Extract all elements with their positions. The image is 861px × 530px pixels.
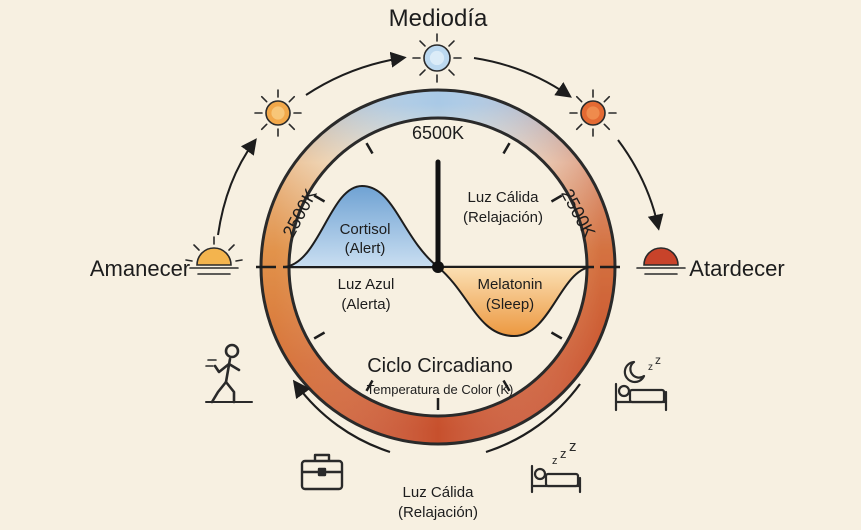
sun-ray	[288, 123, 296, 131]
clock-ticks	[256, 142, 620, 410]
melatonin-label-line2: (Sleep)	[486, 296, 534, 313]
cortisol-curve	[284, 184, 441, 268]
clock-tick	[502, 379, 511, 392]
sun-core	[271, 106, 285, 120]
moon-bed-icon: z z	[614, 353, 668, 412]
clock-tick	[365, 142, 374, 155]
svg-text:z: z	[655, 353, 661, 367]
briefcase-icon	[300, 453, 344, 491]
svg-text:z: z	[569, 438, 577, 455]
clock-tick	[550, 331, 563, 340]
clock-tick	[550, 194, 563, 203]
svg-text:z: z	[648, 362, 653, 373]
sun-ray	[419, 69, 426, 76]
day-arrow-afternoon-sunset	[617, 139, 664, 231]
sun-core	[429, 50, 445, 66]
day-arrow-morning-noon	[305, 51, 407, 96]
sun-ray	[260, 95, 268, 103]
clock-tick	[313, 194, 326, 203]
melatonin-curve	[435, 266, 591, 338]
sun-ray	[448, 69, 455, 76]
warm-light-label-line2: (Relajación)	[463, 209, 543, 226]
walking-person-icon	[205, 343, 253, 404]
sun-ray	[419, 40, 426, 47]
sun-icon	[254, 89, 302, 137]
day-arrow-noon-afternoon	[473, 57, 572, 98]
clock-tick	[313, 331, 326, 340]
sun-icon	[569, 89, 617, 137]
svg-text:z: z	[552, 455, 558, 467]
clock-tick	[502, 142, 511, 155]
cortisol-label-line1: Cortisol	[340, 221, 391, 238]
sun-icon	[412, 33, 462, 83]
cortisol-label-line2: (Alert)	[345, 240, 386, 257]
sun-ray	[260, 123, 268, 131]
day-arrow-sunrise-morning	[217, 138, 257, 236]
sun-ray	[575, 123, 583, 131]
noon-label: Mediodía	[389, 5, 488, 32]
blue-light-label-line2: (Alerta)	[341, 296, 390, 313]
sunrise-icon	[185, 236, 243, 275]
night-cycle-arrow-left	[292, 379, 391, 454]
dial-title: Ciclo Circadiano	[367, 355, 513, 377]
sun-core	[586, 106, 600, 120]
sunrise-label: Amanecer	[90, 256, 190, 281]
bottom-warm-light-line1: Luz Cálida	[403, 484, 475, 501]
blue-light-label-line1: Luz Azul	[338, 276, 395, 293]
sunset-label: Atardecer	[689, 256, 784, 281]
clock-center	[432, 261, 444, 273]
sun-ray	[603, 123, 611, 131]
svg-text:z: z	[560, 446, 567, 461]
sleeping-bed-icon: z z z	[530, 438, 582, 494]
bottom-warm-light-line2: (Relajación)	[398, 504, 478, 521]
sunset-icon	[636, 247, 686, 275]
warm-light-label-line1: Luz Cálida	[468, 189, 540, 206]
melatonin-label-line1: Melatonin	[477, 276, 542, 293]
sun-ray	[575, 95, 583, 103]
sun-ray	[603, 95, 611, 103]
sun-ray	[288, 95, 296, 103]
sun-ray	[448, 40, 455, 47]
dial-subtitle: Temperatura de Color (K)	[367, 382, 514, 397]
kelvin-top-label: 6500K	[412, 123, 464, 143]
clock-tick	[365, 379, 374, 392]
night-cycle-arrow-right	[485, 383, 581, 454]
